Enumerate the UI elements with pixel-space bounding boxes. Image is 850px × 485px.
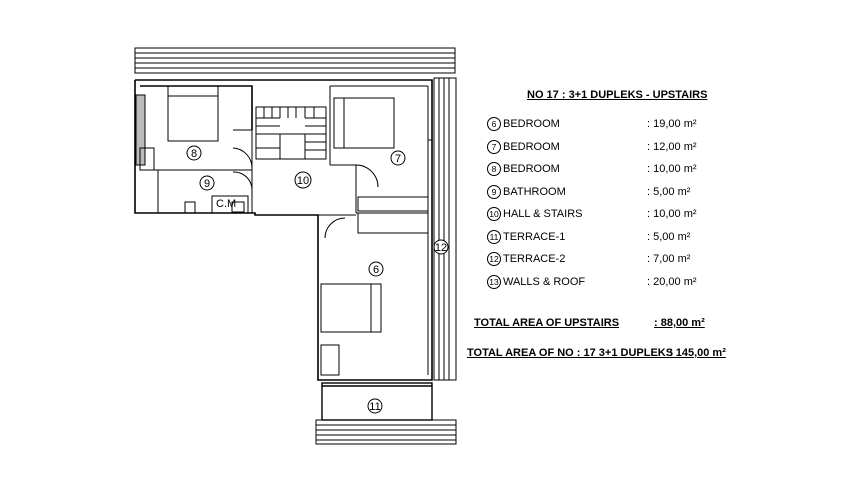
stairs [255, 106, 327, 160]
room-9-label: 9 [204, 178, 210, 190]
room-9-tag: 9 [199, 175, 215, 191]
terrace-12-rail [428, 139, 432, 381]
room-11-label: 11 [369, 401, 380, 413]
room-7-label: 7 [395, 153, 401, 165]
room-11-tag: 11 [367, 398, 383, 414]
room-10-label: 10 [297, 175, 309, 187]
cm-label: C.M [216, 198, 236, 210]
roof-hatch-right [433, 77, 457, 381]
room-6-walls [320, 212, 429, 376]
room-12-label: 12 [435, 242, 447, 254]
room-6-label: 6 [373, 264, 379, 276]
room-12-tag: 12 [433, 239, 449, 255]
roof-hatch-bottom [315, 419, 457, 445]
room-8-label: 8 [191, 148, 197, 160]
terrace-11-walls [321, 382, 433, 421]
room-8-walls [139, 85, 253, 171]
outer-walls [134, 79, 433, 381]
hall-walls [251, 130, 357, 239]
roof-hatch-top [134, 47, 456, 74]
room-8-tag: 8 [186, 145, 202, 161]
room-10-tag: 10 [294, 171, 312, 189]
room-7-tag: 7 [390, 150, 406, 166]
room-6-tag: 6 [368, 261, 384, 277]
